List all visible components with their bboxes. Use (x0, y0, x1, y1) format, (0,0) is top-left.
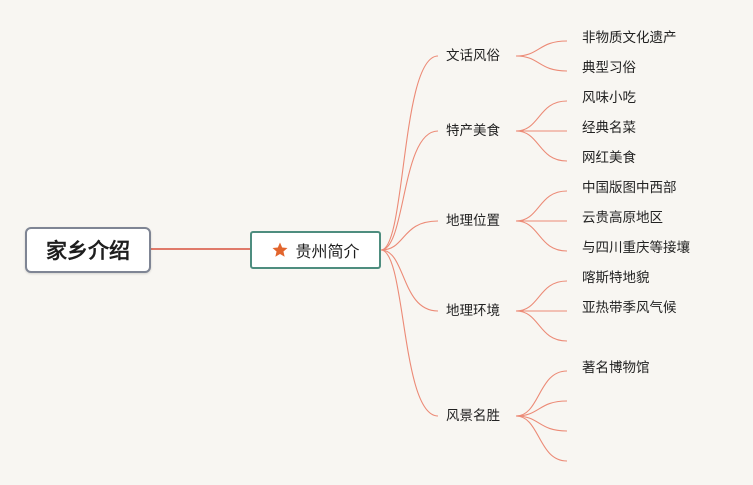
star-icon (272, 242, 288, 257)
leaf-line (515, 40, 568, 57)
leaf-line (515, 220, 568, 252)
leaf-node[interactable]: 喀斯特地貌 (582, 270, 650, 286)
branch-line (380, 249, 439, 417)
leaf-node[interactable]: 经典名菜 (582, 120, 636, 136)
leaf-line (515, 400, 568, 417)
leaf-line (515, 370, 568, 417)
leaf-line (515, 130, 568, 162)
leaf-line (515, 55, 568, 72)
leaf-line (515, 415, 568, 432)
leaf-node[interactable]: 网红美食 (582, 150, 636, 166)
leaf-line (515, 280, 568, 312)
leaf-node[interactable]: 非物质文化遗产 (582, 30, 677, 46)
root-label: 家乡介绍 (46, 239, 130, 263)
leaf-node[interactable]: 云贵高原地区 (582, 210, 663, 226)
leaf-line (515, 190, 568, 222)
topic-node[interactable]: 地理环境 (446, 303, 500, 319)
root-node[interactable]: 家乡介绍 (25, 227, 151, 273)
topic-node[interactable]: 文话风俗 (446, 48, 500, 64)
branch-line (380, 220, 439, 251)
leaf-node[interactable]: 著名博物馆 (582, 360, 650, 376)
leaf-node[interactable]: 中国版图中西部 (582, 180, 677, 196)
leaf-line (515, 415, 568, 462)
branch-line (380, 55, 439, 251)
leaf-node[interactable]: 典型习俗 (582, 60, 636, 76)
leaf-line (515, 100, 568, 132)
topic-node[interactable]: 地理位置 (446, 213, 500, 229)
topic-node[interactable]: 风景名胜 (446, 408, 500, 424)
leaf-line (515, 310, 568, 342)
leaf-node[interactable]: 与四川重庆等接壤 (582, 240, 690, 256)
leaf-node[interactable]: 亚热带季风气候 (582, 300, 677, 316)
leaf-node[interactable]: 风味小吃 (582, 90, 636, 106)
branch-line (380, 130, 439, 251)
center-node[interactable]: 贵州简介 (250, 231, 381, 269)
topic-node[interactable]: 特产美食 (446, 123, 500, 139)
branch-line (380, 249, 439, 312)
center-label: 贵州简介 (295, 242, 360, 261)
